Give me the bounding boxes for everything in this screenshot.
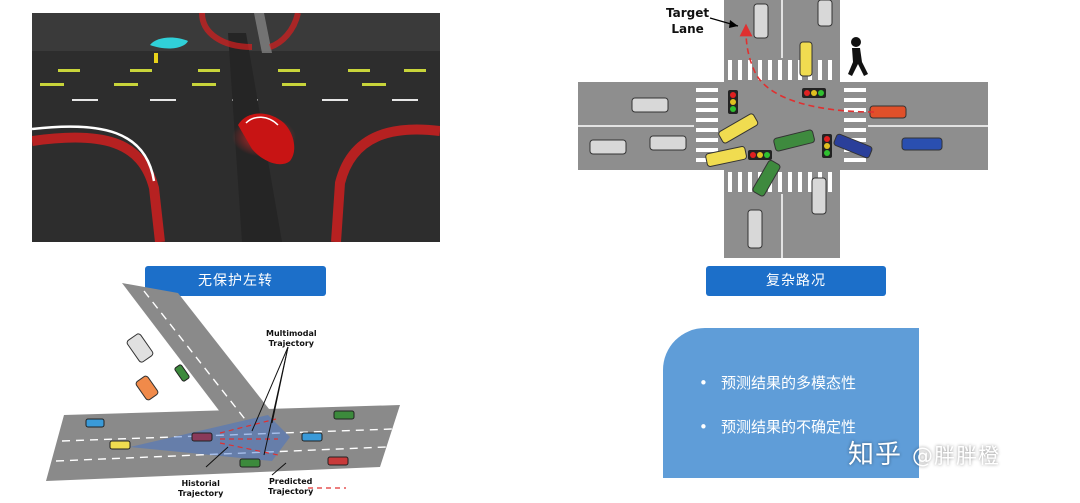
target-lane-label-line1: Target [666, 6, 710, 20]
bullet-icon: • [699, 418, 708, 436]
complex-road-conditions-caption: 复杂路况 [706, 266, 886, 296]
watermark-handle: @胖胖橙 [912, 444, 1001, 468]
prediction-properties-panel: • 预测结果的多模态性 • 预测结果的不确定性 [663, 328, 919, 478]
target-lane-label: Target Lane [666, 5, 709, 37]
bullet-icon: • [699, 374, 708, 392]
historial-trajectory-label: Historial Trajectory [178, 479, 223, 499]
left-turn-scene-image [32, 13, 440, 242]
historial-trajectory-line2: Trajectory [178, 489, 224, 498]
predicted-trajectory-line2: Trajectory [268, 487, 314, 496]
zhihu-watermark: 知乎 @胖胖橙 [848, 434, 1000, 471]
multimodal-trajectory-label: Multimodal Trajectory [266, 329, 317, 349]
watermark-brand: 知乎 [848, 440, 903, 470]
unprotected-left-turn-caption: 无保护左转 [145, 266, 326, 296]
trajectory-prediction-diagram: Multimodal Trajectory Historial Trajecto… [40, 283, 410, 499]
target-lane-label-line2: Lane [671, 22, 704, 36]
predicted-trajectory-line1: Predicted [268, 477, 313, 486]
multimodal-trajectory-line1: Multimodal [266, 329, 317, 338]
panel-item-label: 预测结果的不确定性 [721, 418, 857, 436]
panel-item-label: 预测结果的多模态性 [721, 374, 857, 392]
panel-item-multimodality: • 预测结果的多模态性 [699, 372, 856, 393]
predicted-trajectory-label: Predicted Trajectory [268, 477, 313, 497]
panel-item-uncertainty: • 预测结果的不确定性 [699, 416, 856, 437]
complex-intersection-diagram: Target Lane [578, 0, 988, 258]
multimodal-trajectory-line2: Trajectory [268, 339, 314, 348]
historial-trajectory-line1: Historial [181, 479, 220, 488]
